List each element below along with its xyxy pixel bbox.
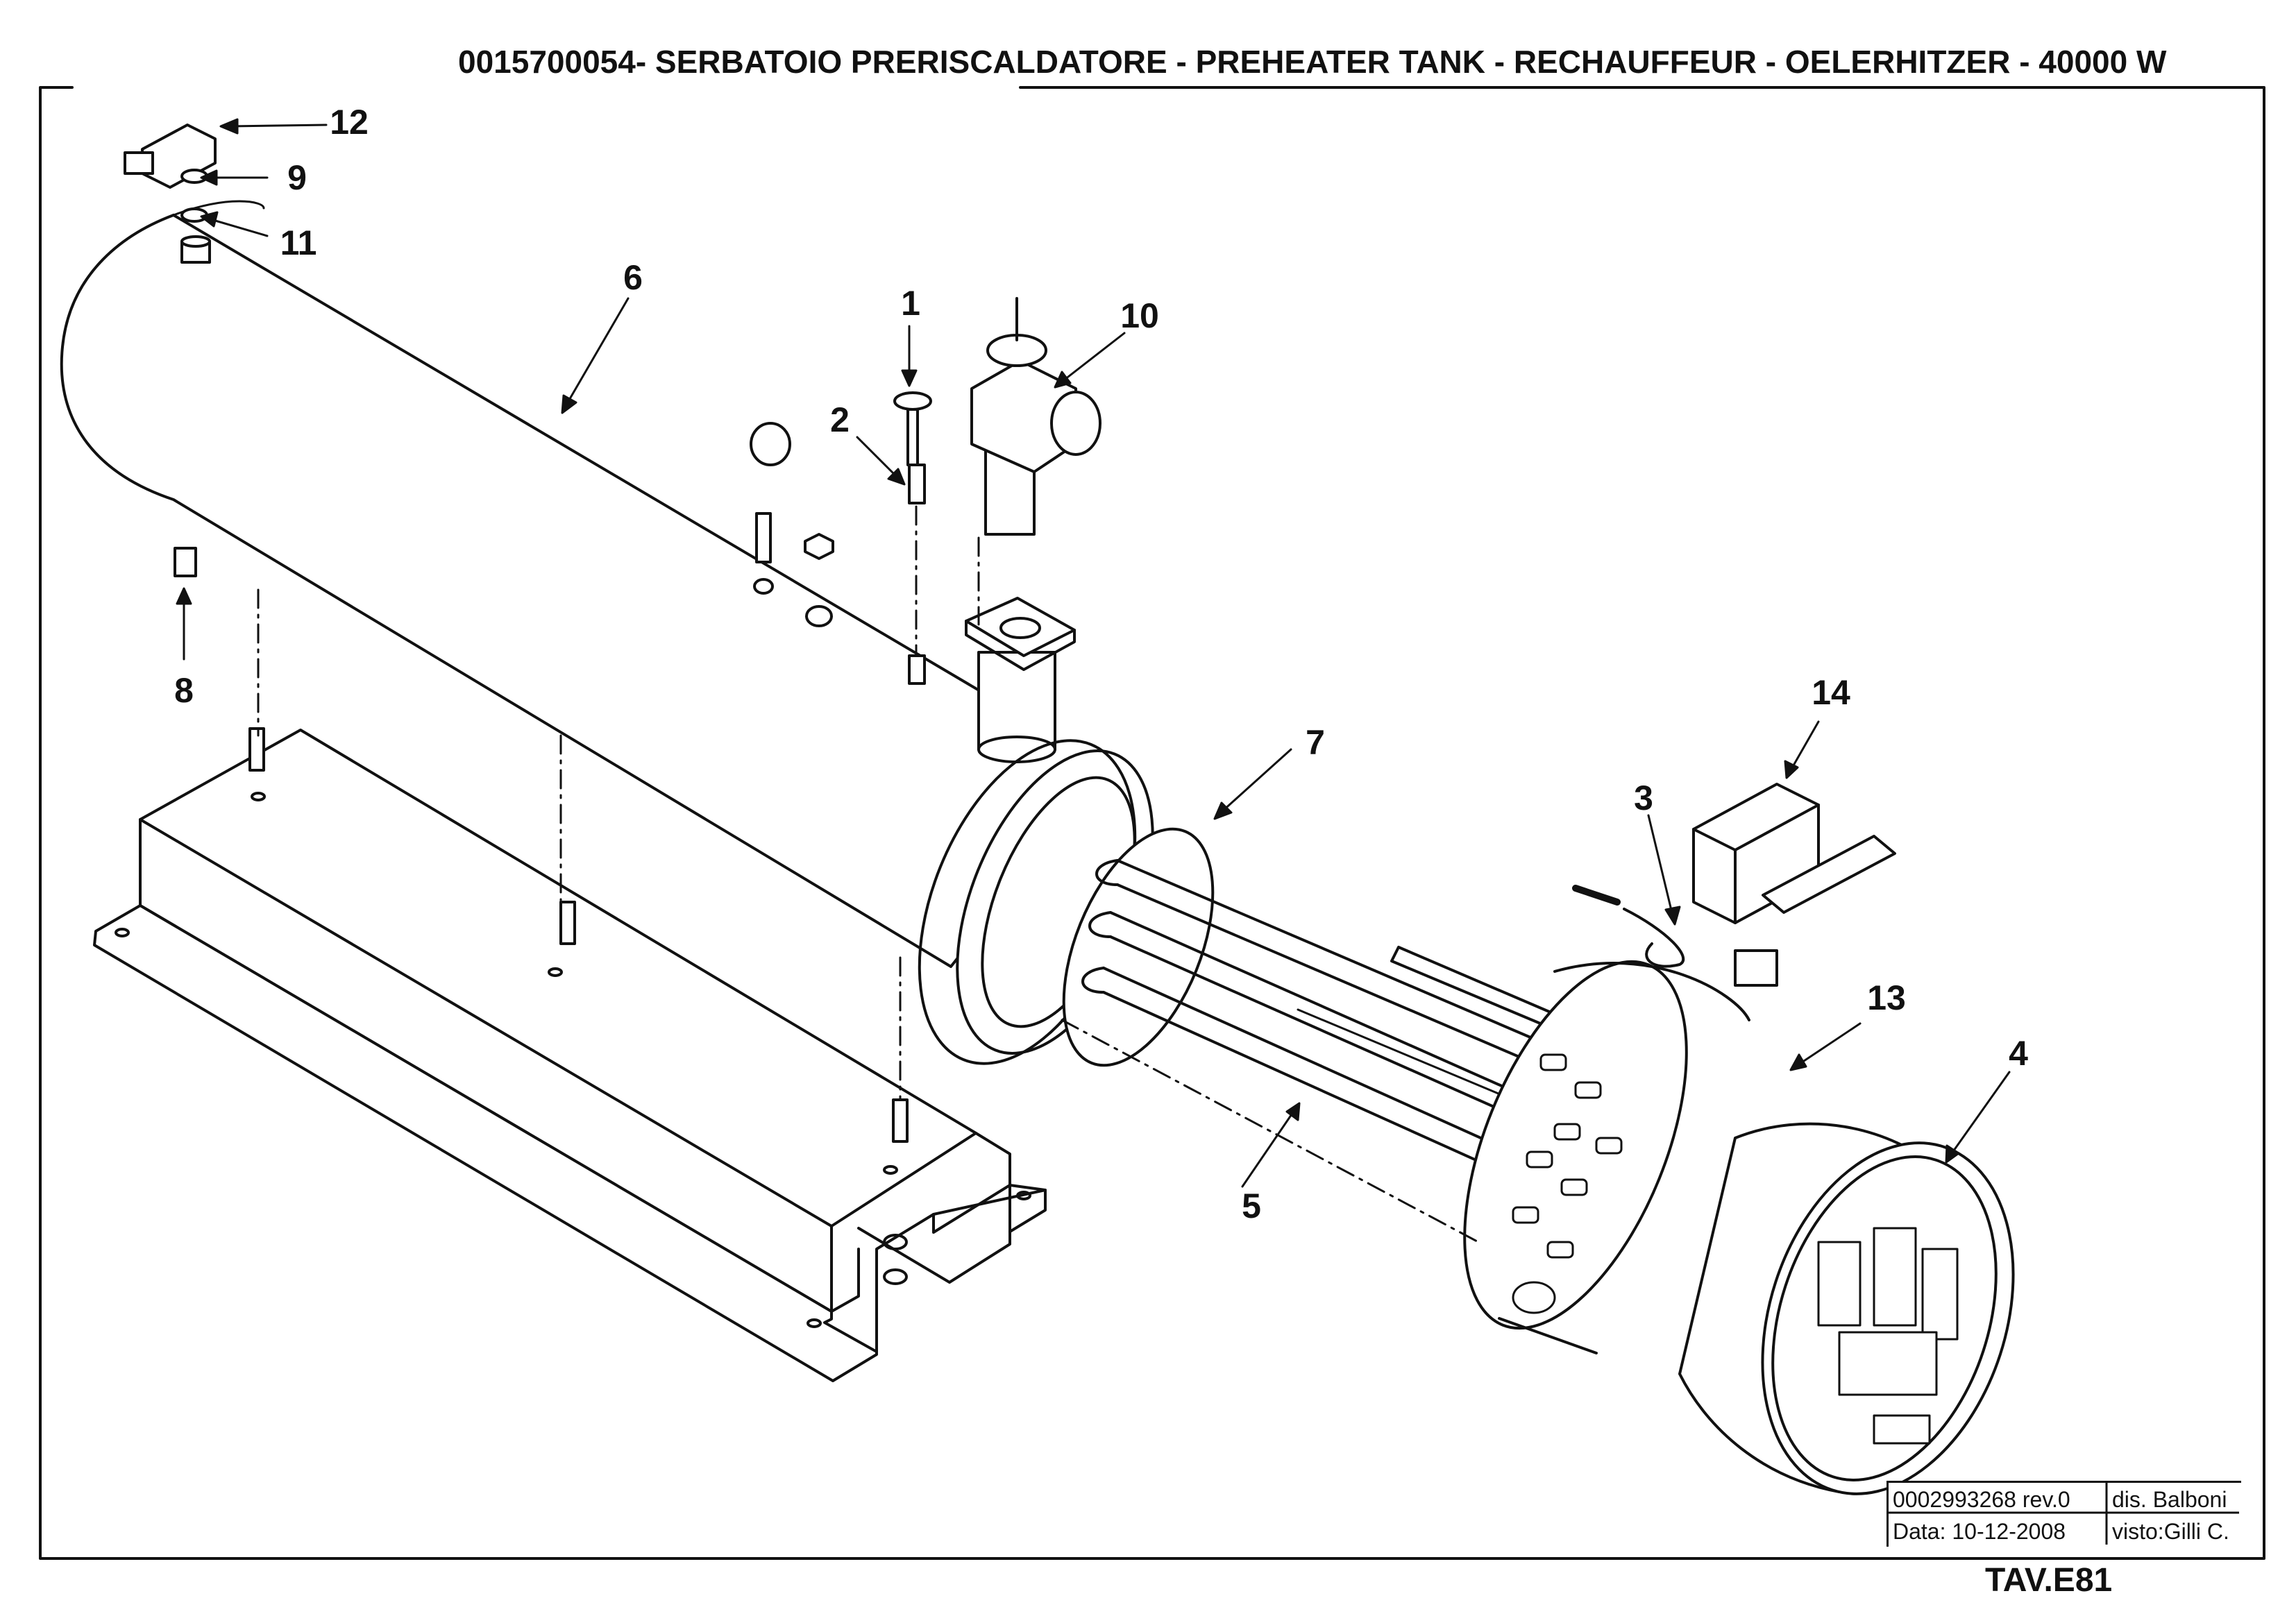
standpipe [965,597,1076,763]
callout-13: 13 [1867,978,1906,1017]
drawing-code: 0002993268 rev.0 [1893,1487,2070,1512]
callout-10: 10 [1120,296,1159,335]
assembly-axes [257,505,1480,1243]
callout-9: 9 [287,158,307,197]
valve-assembly [970,297,1101,536]
base-saddle [93,729,1047,1382]
thermostat-assembly [1572,783,1896,987]
title-block: 0002993268 rev.0 dis. Balboni Data: 10-1… [1886,1481,2241,1547]
checked-by: visto:Gilli C. [2112,1519,2229,1544]
sheet-id: TAV.E81 [1985,1562,2113,1599]
callout-4: 4 [2009,1034,2028,1073]
callout-12: 12 [330,103,369,142]
drawing-border [39,86,2265,1560]
leader-arrows [176,118,2011,1188]
element-head-plate [1463,960,1750,1354]
callout-8: 8 [174,671,194,710]
callout-2: 2 [830,400,850,439]
tank-cylinder [60,200,1022,968]
drawing-date: Data: 10-12-2008 [1893,1519,2066,1544]
callout-1: 1 [901,284,920,323]
small-fittings [124,124,932,1285]
callout-3: 3 [1634,779,1653,817]
callout-5: 5 [1242,1187,1261,1225]
drawn-by: dis. Balboni [2112,1487,2227,1512]
terminal-cover [1678,1122,2015,1495]
heating-element-bundle [1062,827,1570,1184]
callout-6: 6 [623,258,643,297]
callout-11: 11 [280,223,317,262]
callout-14: 14 [1812,673,1850,712]
drawing-title: 0015700054- SERBATOIO PRERISCALDATORE - … [458,44,2167,80]
callout-7: 7 [1306,723,1325,762]
